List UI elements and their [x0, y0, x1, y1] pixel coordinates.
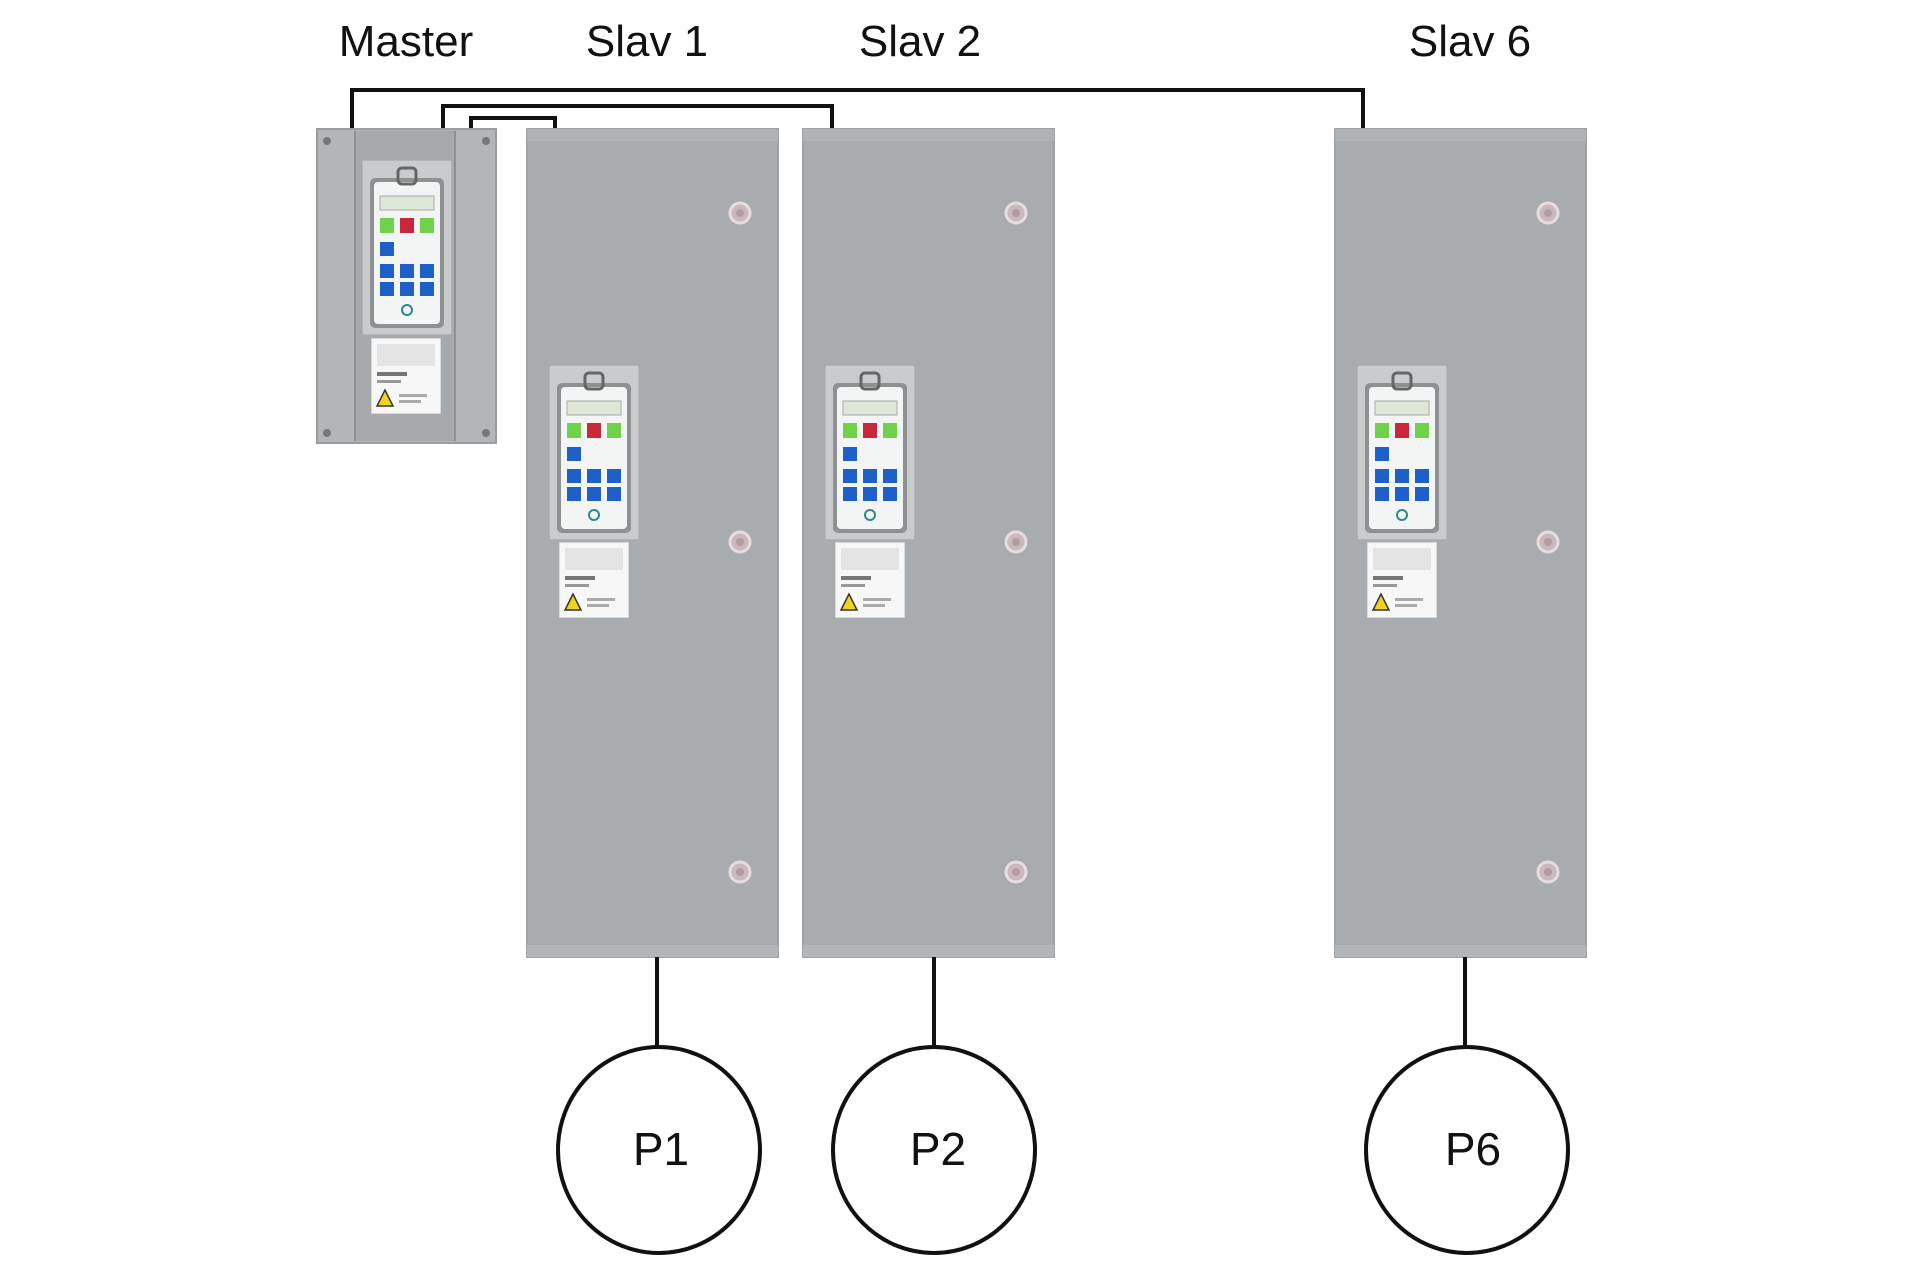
warning-label-icon — [835, 542, 905, 618]
keypad-icon — [549, 365, 639, 540]
label-master: Master — [339, 17, 473, 66]
screw-icon — [730, 862, 750, 882]
label-slave-6: Slav 6 — [1409, 17, 1531, 66]
warning-label-icon — [1367, 542, 1437, 618]
pump-p2: P2 — [831, 1045, 1037, 1255]
screw-icon — [730, 203, 750, 223]
screw-icon — [730, 532, 750, 552]
wire-master-slave1 — [469, 116, 557, 130]
pump-label-p2: P2 — [910, 1123, 966, 1175]
warning-label-icon — [371, 338, 441, 414]
screw-icon — [1006, 862, 1026, 882]
wire-master-slave6 — [350, 88, 1365, 130]
pump-p1: P1 — [556, 1045, 762, 1255]
warning-label-icon — [559, 542, 629, 618]
screw-icon — [1006, 532, 1026, 552]
keypad-icon — [362, 160, 452, 335]
pump-p6: P6 — [1364, 1045, 1570, 1255]
label-slave-1: Slav 1 — [586, 17, 708, 66]
screw-icon — [1538, 532, 1558, 552]
slave-1-drive — [526, 128, 779, 958]
wire-master-slave2 — [441, 104, 834, 130]
slave-2-drive — [802, 128, 1055, 958]
pump-label-p6: P6 — [1445, 1123, 1501, 1175]
pump-label-p1: P1 — [633, 1123, 689, 1175]
screw-icon — [1006, 203, 1026, 223]
screw-icon — [1538, 862, 1558, 882]
screw-icon — [1538, 203, 1558, 223]
master-drive — [316, 128, 497, 444]
keypad-icon — [1357, 365, 1447, 540]
keypad-icon — [825, 365, 915, 540]
slave-6-drive — [1334, 128, 1587, 958]
label-slave-2: Slav 2 — [859, 17, 981, 66]
